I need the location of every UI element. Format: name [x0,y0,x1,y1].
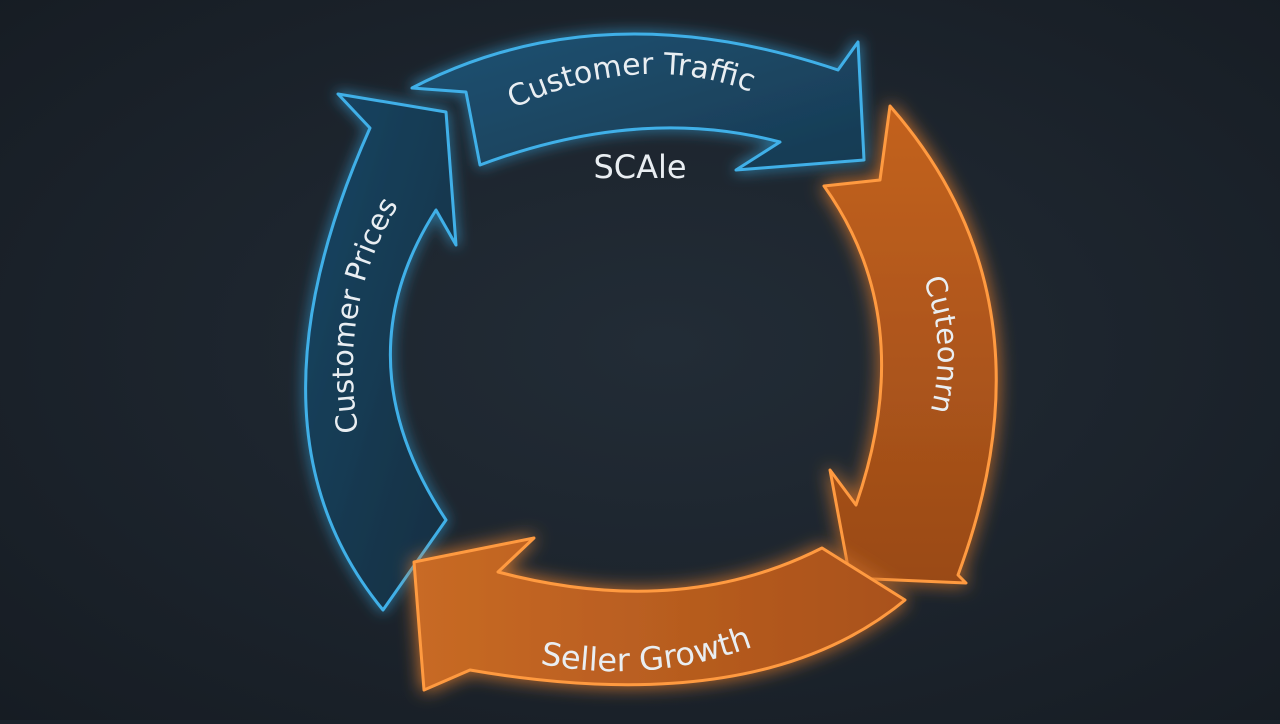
arrow-cuteonrn [822,104,998,585]
arrow-right-shape [822,104,998,585]
arrow-top-shape [410,32,866,172]
arrow-seller-growth [412,536,907,692]
arrow-customer-traffic [410,32,866,172]
arrow-bottom-shape [412,536,907,692]
arrow-left-shape [304,92,458,612]
center-label: SCAle [593,148,686,186]
arrow-customer-prices [304,92,458,612]
